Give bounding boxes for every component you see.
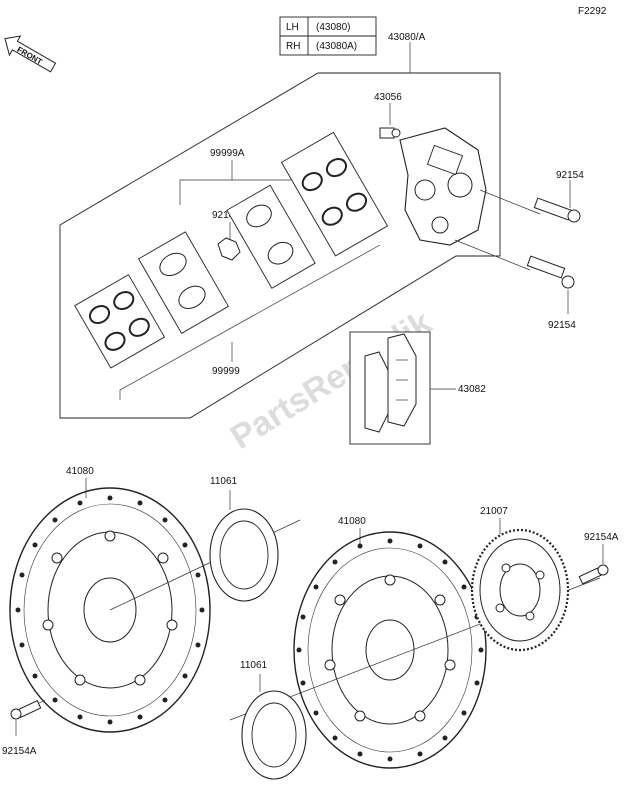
- label-disc-bolt: 92154A: [2, 746, 37, 757]
- label-bleeder: 43056: [374, 92, 402, 103]
- spacer-upper: [209, 508, 279, 602]
- piston-set-upper: [226, 184, 316, 289]
- label-spacer-lower: 11061: [240, 660, 268, 671]
- label-disc-left: 41080: [66, 466, 94, 477]
- seal-set-lower: [74, 274, 166, 369]
- label-bolt-lower: 92154: [548, 320, 576, 331]
- table-side-rh: RH: [286, 41, 300, 52]
- label-rotor-bolt: 92154A: [584, 532, 619, 543]
- piston-set: [138, 231, 229, 334]
- label-disc-right: 41080: [338, 516, 366, 527]
- brake-disc-right: [293, 531, 487, 769]
- front-arrow-icon: FRONT: [4, 35, 57, 73]
- pin-part: [217, 222, 241, 261]
- piston-kit-bracket: [119, 244, 381, 400]
- sensor-rotor: [470, 528, 570, 652]
- side-table: LH (43080) RH (43080A): [279, 16, 377, 56]
- bolt-upper-part: [479, 180, 581, 223]
- disc-bolt-part: [10, 699, 46, 736]
- brake-pads: [364, 333, 417, 433]
- label-bolt-upper: 92154: [556, 170, 584, 181]
- label-spacer-upper: 11061: [210, 476, 238, 487]
- label-sensor-rotor: 21007: [480, 506, 508, 517]
- caliper-assy-outline: [59, 72, 501, 419]
- label-pin: 92145: [212, 210, 240, 221]
- label-caliper-assy: 43080/A: [388, 32, 426, 43]
- label-piston-kit: 99999: [212, 366, 240, 377]
- seal-set-upper: [280, 131, 389, 257]
- label-pads: 43082: [458, 384, 486, 395]
- table-code-lh: (43080): [316, 22, 350, 33]
- rotor-bolt-part: [578, 544, 609, 585]
- bleeder-valve: [379, 103, 401, 139]
- table-side-lh: LH: [286, 22, 299, 33]
- caliper-body: [399, 127, 487, 246]
- bolt-lower-part: [454, 239, 575, 314]
- spacer-lower: [241, 690, 307, 780]
- table-code-rh: (43080A): [316, 41, 357, 52]
- label-seal-kit: 99999A: [210, 148, 245, 159]
- seal-kit-bracket: [179, 179, 330, 205]
- figure-code: F2292: [578, 6, 607, 17]
